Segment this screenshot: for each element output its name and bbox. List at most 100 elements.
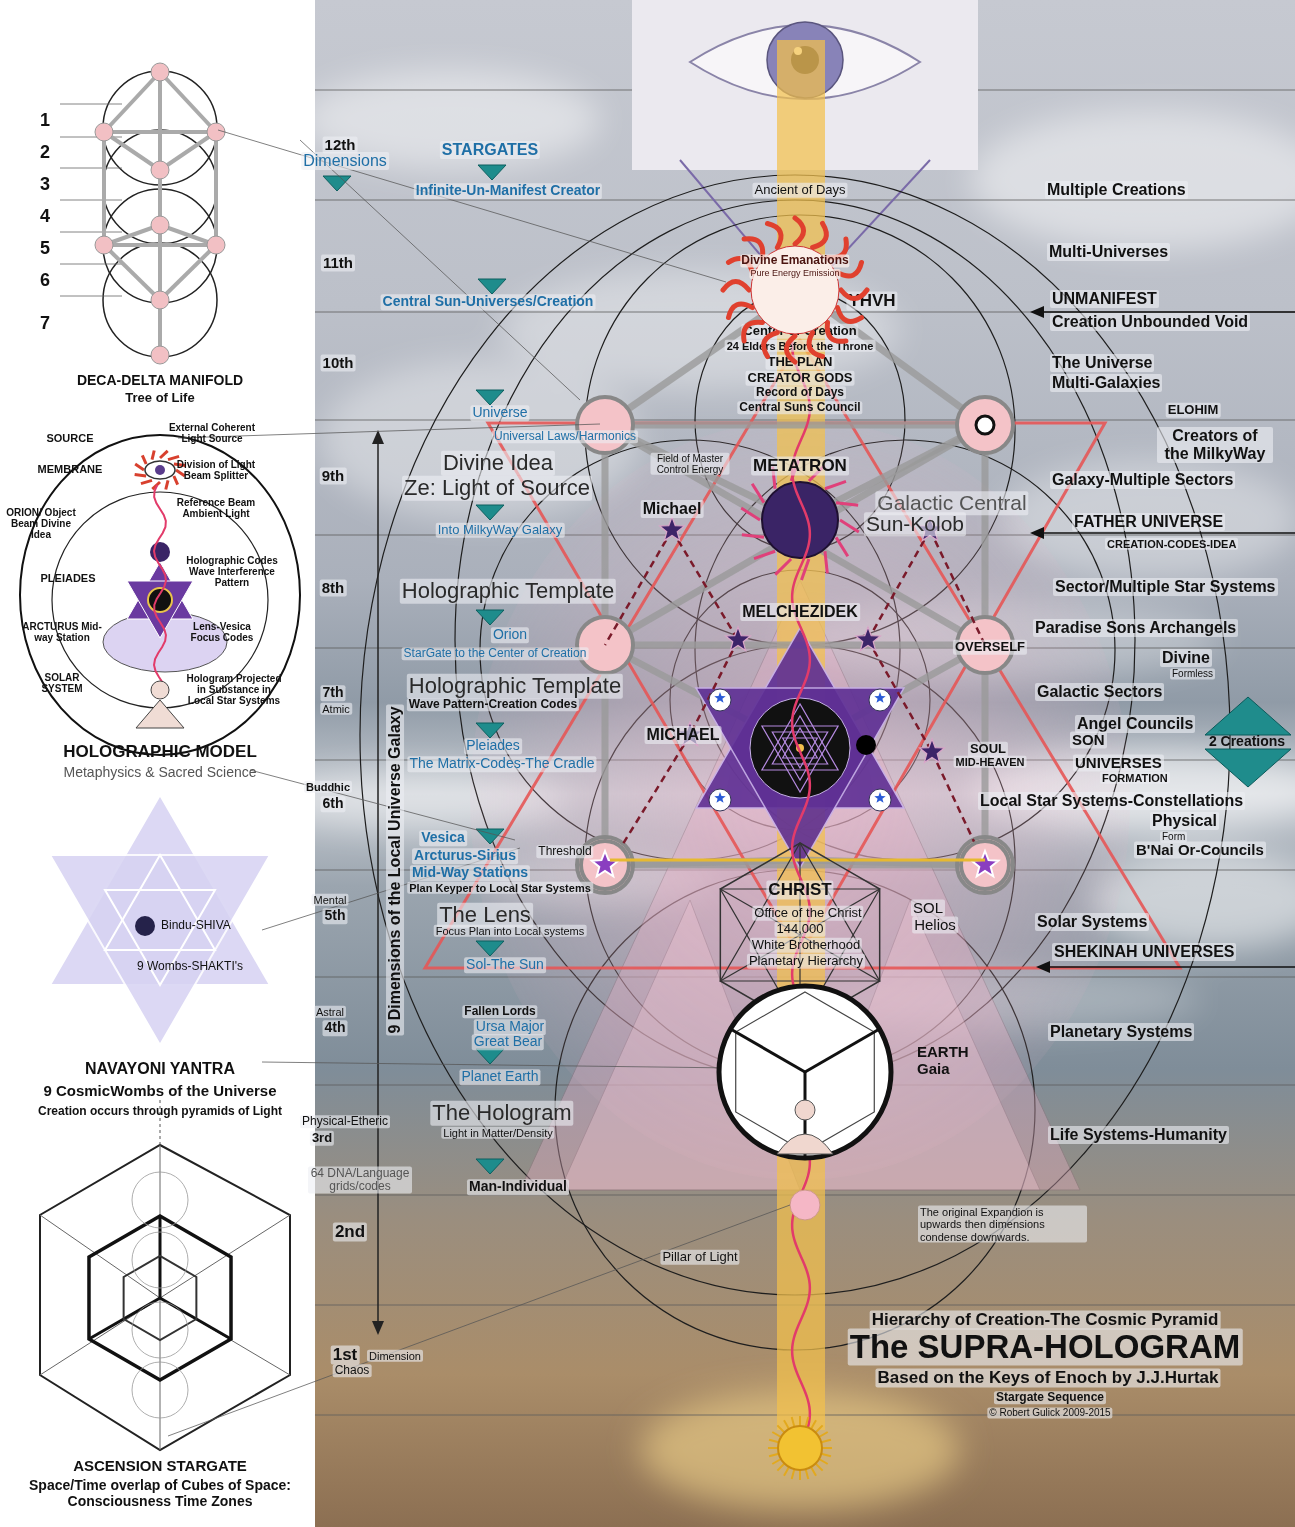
tree-node <box>95 123 113 141</box>
diagram-label: Galactic Central <box>875 491 1028 515</box>
sun-ray <box>769 1454 779 1457</box>
diagram-label: © Robert Gulick 2009-2015 <box>987 1407 1112 1418</box>
diagram-label: Tree of Life <box>123 391 196 406</box>
diagram-label: 11th <box>321 255 355 272</box>
diagram-label: Ursa Major <box>474 1019 546 1035</box>
diagram-label: MEMBRANE <box>36 463 105 475</box>
diagram-label: The original Expandion is upwards then d… <box>918 1206 1087 1243</box>
node-text: Bindu-SHIVA <box>160 919 232 932</box>
sun-ray <box>816 1464 823 1471</box>
diagram-label: Divine Idea <box>441 451 555 476</box>
time-zone-circle <box>132 1362 188 1418</box>
ring-mark <box>976 416 994 434</box>
diagram-label: Ze: Light of Source <box>402 476 592 501</box>
orion-dot <box>150 542 170 562</box>
dashed-line <box>930 530 985 645</box>
diagram-label: Stargate Sequence <box>994 1391 1106 1404</box>
sun-ray <box>799 1470 801 1480</box>
diagram-label: Divine <box>1160 649 1212 667</box>
node-outline <box>715 982 895 1162</box>
tree-node <box>207 123 225 141</box>
tree-node <box>151 216 169 234</box>
orb <box>762 482 838 558</box>
cube-line <box>160 1298 161 1450</box>
flame <box>166 480 168 489</box>
cube-line <box>160 1145 161 1298</box>
diagram-label: Local Star Systems-Constellations <box>978 792 1245 810</box>
meditator <box>869 689 891 711</box>
figure-head <box>151 681 169 699</box>
diagram-label: ORION/ Object Beam Divine Idea <box>4 507 78 541</box>
diagram-label: UNIVERSES <box>1073 755 1164 772</box>
sun-ray <box>806 1469 809 1479</box>
sun-ray <box>816 1425 823 1432</box>
creation-diamond: 2 Creations <box>1203 695 1293 789</box>
left-panel <box>0 0 315 1527</box>
tree-path <box>104 72 160 132</box>
diagram-label: FATHER UNIVERSE <box>1072 513 1225 531</box>
ascension-stargate <box>40 1100 290 1450</box>
tree-node <box>151 346 169 364</box>
number-tick <box>60 168 122 169</box>
number-tick <box>60 232 122 233</box>
diagram-label: The Hologram <box>430 1101 573 1126</box>
blue-star <box>714 692 725 703</box>
diagram-label: Hologram Projected in Substance in Local… <box>182 673 286 707</box>
flame <box>176 470 185 476</box>
orb-ray <box>754 551 775 558</box>
tree-path <box>602 425 609 645</box>
diagram-label: Hierarchy of Creation-The Cosmic Pyramid <box>870 1310 1221 1329</box>
sun-flame <box>837 308 861 322</box>
diagram-label: MID-HEAVEN <box>954 756 1027 768</box>
diagram-label: 10th <box>321 355 356 372</box>
diagram-label: Arcturus-Sirius <box>412 848 518 864</box>
stargate-triangle <box>476 505 504 520</box>
sun-ray <box>777 1464 784 1471</box>
diagram-label: Holographic Template <box>400 579 616 604</box>
stargate-triangle <box>476 390 504 405</box>
purple-star <box>856 627 881 651</box>
sephira <box>961 841 1009 889</box>
sun-ray <box>768 1447 778 1449</box>
diagram-label: 24 Elders Before the Throne <box>725 340 876 352</box>
diagram-label: 5th <box>323 908 348 924</box>
flame <box>160 451 168 458</box>
number-tick <box>60 264 122 265</box>
leader-line <box>218 130 726 282</box>
metatron-orb <box>741 460 859 580</box>
diagram-label: 9 CosmicWombs of the Universe <box>41 1083 278 1100</box>
diagram-label: Orion <box>491 627 529 643</box>
deca-delta-tree <box>60 63 225 364</box>
diagram-label: 9 Dimensions of the Local Universe Galax… <box>386 704 404 1035</box>
callout-number: 5 <box>38 238 52 258</box>
yantra-triangle <box>50 855 270 1045</box>
tree-path <box>102 132 106 245</box>
tree-node <box>151 161 169 179</box>
diagram-label: 144,000 <box>775 922 826 937</box>
diagram-label: DECA-DELTA MANIFOLD <box>75 373 245 389</box>
diagram-label: Man-Individual <box>467 1179 569 1195</box>
tree-node <box>95 236 113 254</box>
inner-cube <box>89 1216 231 1380</box>
diagram-label: FORMATION <box>1100 772 1170 784</box>
diagram-label: Reference Beam Ambient Light <box>169 497 263 519</box>
diagram-label: Mental <box>311 894 348 906</box>
sun-ray <box>777 1425 784 1432</box>
tree-path <box>605 425 985 645</box>
tree-path <box>104 132 160 170</box>
leader-line <box>250 770 515 840</box>
arrow-head <box>1036 961 1050 973</box>
diagram-label: Galaxy-Multiple Sectors <box>1050 471 1235 489</box>
meditator <box>709 789 731 811</box>
diagram-label: MICHAEL <box>645 726 722 744</box>
node-text: 9 Wombs-SHAKTI's <box>136 960 244 973</box>
sun-ray <box>821 1440 831 1443</box>
model-outline <box>20 435 300 755</box>
orb-ray <box>825 481 846 488</box>
diagram-label: Great Bear <box>472 1034 544 1050</box>
diagram-label: ASCENSION STARGATE <box>71 1458 249 1475</box>
diagram-label: Planetary Systems <box>1048 1023 1194 1041</box>
node-text: EARTH Gaia <box>916 1044 978 1077</box>
diagram-label: Into MilkyWay Galaxy <box>436 523 565 538</box>
womb-line <box>105 855 215 950</box>
